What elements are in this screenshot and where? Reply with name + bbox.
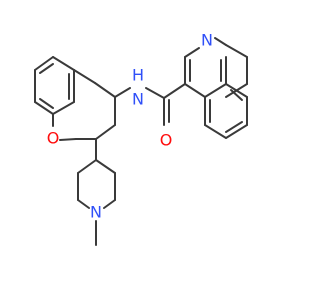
atom-labels: N H N O O N: [47, 31, 213, 222]
oxygen-carbonyl-label: O: [160, 131, 173, 150]
pyran-ring: [52, 69, 116, 141]
chroman-benzene-ring: [34, 56, 75, 115]
piperidine-ring: [77, 138, 116, 246]
nitrogen-amide-label: N: [132, 90, 144, 109]
oxygen-ether-label: O: [47, 129, 60, 148]
molecule-diagram: N H N O O N: [34, 31, 248, 246]
hydrogen-amide-label: H: [132, 66, 144, 85]
nitrogen-piperidine-label: N: [90, 203, 102, 222]
nitrogen-isoquinoline-label: N: [201, 31, 213, 50]
isoquinoline-pyridine-ring: [184, 37, 248, 98]
amide-linkage: [114, 83, 186, 126]
isoquinoline-benzene-ring: [204, 83, 248, 139]
structure-svg: N H N O O N: [34, 31, 248, 246]
